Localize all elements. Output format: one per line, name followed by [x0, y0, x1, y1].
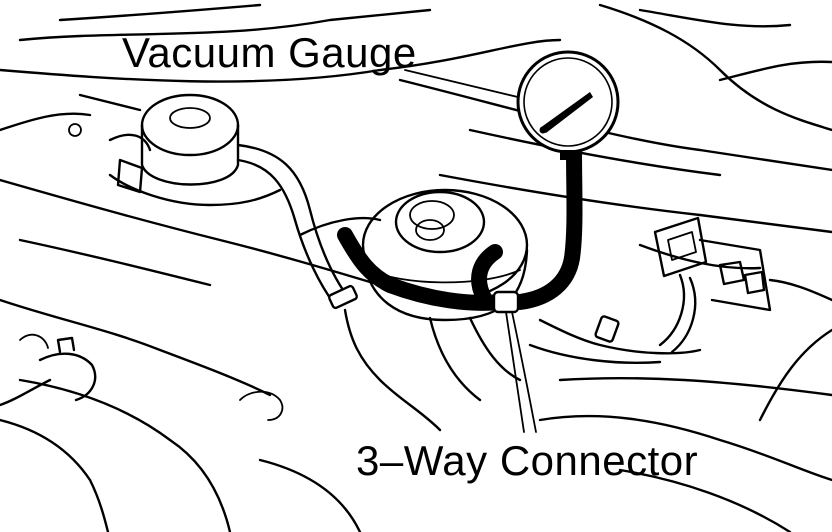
vacuum-valve	[361, 188, 529, 322]
connector-pointer	[343, 308, 702, 433]
left-hoses	[236, 143, 382, 307]
vacuum-gauge	[404, 50, 620, 160]
three-way-connector-label: 3–Way Connector	[356, 437, 699, 484]
canister-left	[68, 93, 282, 207]
vacuum-gauge-label: Vacuum Gauge	[122, 29, 417, 76]
vacuum-hoses	[337, 142, 583, 311]
electrical-connector	[653, 216, 832, 354]
lower-left-fitting	[0, 336, 97, 407]
